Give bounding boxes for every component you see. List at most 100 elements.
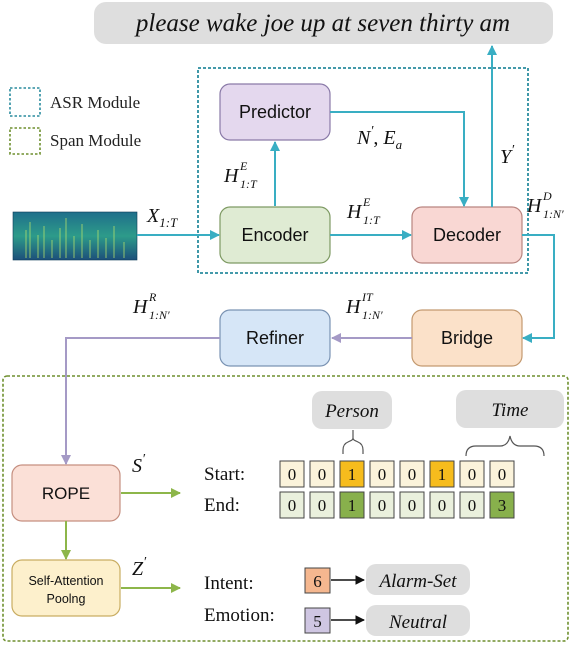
- svg-text:1:T: 1:T: [240, 177, 258, 191]
- end-cell-value: 0: [288, 496, 297, 515]
- start-cell-value: 0: [288, 465, 297, 484]
- svg-text:1:T: 1:T: [363, 213, 381, 227]
- end-cell-box: [459, 491, 485, 519]
- legend-asr-label: ASR Module: [50, 93, 140, 112]
- end-cell-box: [429, 491, 455, 519]
- label-h-enc-up: H E 1:T: [223, 159, 258, 191]
- legend-asr-swatch: [9, 87, 41, 117]
- intent-value: 6: [313, 572, 322, 591]
- emotion-value-box: [304, 607, 331, 634]
- intent-class: Alarm-Set: [377, 571, 457, 592]
- span-module-region: [2, 375, 569, 642]
- start-cell-box: [429, 460, 455, 488]
- label-h-r: H R 1:N′: [132, 290, 170, 322]
- rope-label: ROPE: [42, 484, 90, 503]
- start-row: 0 0 1 0 0 1 0 0: [279, 460, 515, 488]
- svg-text:H: H: [345, 296, 362, 318]
- legend-span-swatch: [9, 127, 41, 155]
- start-cell-value: 0: [378, 465, 387, 484]
- arrow-decoder-to-bridge: [522, 234, 555, 343]
- emotion-label: Emotion:: [204, 605, 275, 626]
- svg-text:H: H: [526, 195, 543, 217]
- start-cell-box: [339, 460, 365, 488]
- start-cell-box: [399, 460, 425, 488]
- start-cell-value: 0: [408, 465, 417, 484]
- start-cell-value: 0: [468, 465, 477, 484]
- label-h-dec: H D 1:N′: [526, 189, 564, 221]
- predictor-label: Predictor: [239, 102, 311, 122]
- start-cell-value: 1: [348, 465, 357, 484]
- emotion-class: Neutral: [388, 612, 447, 633]
- svg-text:H: H: [346, 201, 363, 223]
- intent-class-pill: [366, 564, 470, 595]
- start-cell-box: [459, 460, 485, 488]
- pooling-block: [11, 559, 121, 617]
- label-x: X1:T: [146, 205, 178, 230]
- label-y: Y′: [500, 143, 515, 168]
- svg-text:1:N′: 1:N′: [543, 207, 564, 221]
- time-brace: [465, 435, 545, 457]
- start-label: Start:: [204, 464, 245, 485]
- end-cell-value: 0: [378, 496, 387, 515]
- start-cell-box: [369, 460, 395, 488]
- start-cell-value: 0: [318, 465, 327, 484]
- end-cell-value: 0: [318, 496, 327, 515]
- spectrogram-icon: [12, 211, 138, 261]
- end-cell-box: [489, 491, 515, 519]
- legend-span-label: Span Module: [50, 131, 141, 150]
- label-s: S′: [132, 452, 146, 477]
- arrow-refiner-to-rope: [61, 337, 220, 465]
- svg-text:D: D: [542, 189, 552, 203]
- end-cell-box: [279, 491, 305, 519]
- label-n-ea: N′, Ea: [356, 124, 403, 152]
- arrow-predictor-to-decoder: [330, 111, 469, 207]
- intent-value-box: [304, 567, 331, 594]
- start-cell-value: 1: [438, 465, 447, 484]
- start-cell-value: 0: [498, 465, 507, 484]
- label-h-it: H IT 1:N′: [345, 290, 383, 322]
- bridge-label: Bridge: [441, 328, 493, 348]
- end-label: End:: [204, 495, 240, 516]
- emotion-value: 5: [313, 612, 322, 631]
- end-cell-box: [399, 491, 425, 519]
- end-cell-value: 0: [468, 496, 477, 515]
- end-cell-box: [309, 491, 335, 519]
- start-cell-box: [279, 460, 305, 488]
- svg-text:E: E: [362, 195, 371, 209]
- label-z: Z′: [132, 555, 147, 580]
- transcript-pill: [94, 2, 553, 44]
- person-label: Person: [324, 401, 379, 422]
- svg-text:IT: IT: [361, 290, 374, 304]
- end-cell-value: 0: [408, 496, 417, 515]
- intent-label: Intent:: [204, 573, 254, 594]
- end-cell-value: 3: [498, 496, 507, 515]
- encoder-label: Encoder: [241, 225, 308, 245]
- refiner-label: Refiner: [246, 328, 304, 348]
- emotion-class-pill: [366, 605, 470, 636]
- person-brace-left: [342, 437, 354, 454]
- asr-module-region: [197, 67, 529, 274]
- person-pill: [312, 391, 392, 429]
- svg-text:H: H: [132, 296, 149, 318]
- start-cell-box: [309, 460, 335, 488]
- svg-text:1:N′: 1:N′: [362, 308, 383, 322]
- transcript-text: please wake joe up at seven thirty am: [134, 10, 510, 37]
- svg-text:R: R: [148, 290, 157, 304]
- time-label: Time: [492, 400, 529, 421]
- pooling-label-line2: Poolng: [47, 592, 86, 606]
- start-cell-box: [489, 460, 515, 488]
- svg-text:1:N′: 1:N′: [149, 308, 170, 322]
- end-row: 0 0 1 0 0 0 0 3: [279, 491, 515, 519]
- label-h-enc-right: H E 1:T: [346, 195, 381, 227]
- decoder-label: Decoder: [433, 225, 501, 245]
- end-cell-value: 0: [438, 496, 447, 515]
- end-cell-box: [369, 491, 395, 519]
- end-cell-value: 1: [348, 496, 357, 515]
- svg-text:E: E: [239, 159, 248, 173]
- pooling-label-line1: Self-Attention: [28, 574, 103, 588]
- person-brace: [352, 430, 364, 454]
- end-cell-box: [339, 491, 365, 519]
- svg-text:H: H: [223, 165, 240, 187]
- time-pill: [456, 390, 564, 428]
